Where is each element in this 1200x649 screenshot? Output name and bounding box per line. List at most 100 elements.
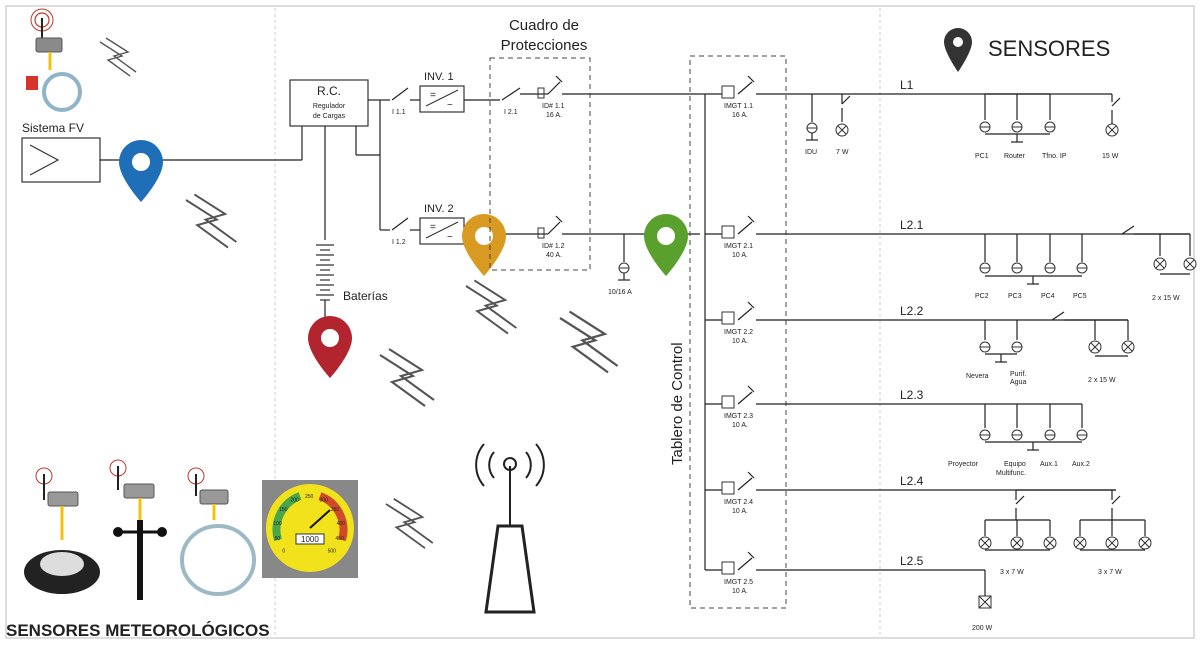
gauge-tick-label: 300	[320, 497, 329, 503]
gauge-tick-label: 500	[328, 549, 337, 555]
control-board-label: Tablero de Control	[669, 342, 686, 465]
load-15w: 15 W	[1102, 153, 1119, 160]
breaker-imgt-name: IMGT 2.1	[724, 243, 753, 250]
breaker-imgt-rating: 10 A.	[732, 508, 748, 515]
svg-text:~: ~	[447, 100, 453, 111]
line-label: L2.4	[900, 474, 924, 488]
inverter-2-label: INV. 2	[424, 203, 454, 215]
line-label: L2.3	[900, 388, 924, 402]
socket-icon	[979, 121, 1056, 143]
breaker-imgt-rating: 10 A.	[732, 422, 748, 429]
rc-line1: Regulador	[313, 103, 346, 110]
breaker-imgt-rating: 16 A.	[732, 112, 748, 119]
gauge-tick-label: 0	[282, 549, 285, 555]
meteo-title: SENSORES METEOROLÓGICOS	[6, 621, 270, 640]
pv-panel-icon	[21, 137, 101, 183]
breaker-imgt-4	[705, 385, 1082, 409]
inverter-1-label: INV. 1	[424, 71, 454, 83]
gauge-tick-label: 250	[305, 494, 314, 500]
line-label: L2.5	[900, 554, 924, 568]
load-3x7w-b: 3 x 7 W	[1098, 569, 1122, 576]
wireless-link-icon	[558, 310, 619, 374]
breaker-imgt-rating: 10 A.	[732, 338, 748, 345]
breaker-imgt-rating: 10 A.	[732, 588, 748, 595]
breaker-id12-name: ID# 1.2	[542, 243, 565, 250]
socket-icon	[979, 341, 1023, 363]
breaker-imgt-6	[705, 551, 985, 575]
breaker-imgt-name: IMGT 2.4	[724, 499, 753, 506]
location-pin-icon	[944, 28, 972, 72]
svg-text:=: =	[430, 90, 436, 101]
lamp-icon	[978, 536, 1152, 550]
wireless-link-icon	[378, 347, 436, 408]
sensor-pin-red-icon	[308, 316, 352, 378]
load-router: Router	[1004, 153, 1026, 160]
switch-i21-label: I 2.1	[504, 109, 518, 116]
breaker-imgt-name: IMGT 2.5	[724, 579, 753, 586]
load-purif: Purif.	[1010, 371, 1026, 378]
sensor-pin-orange-icon	[462, 214, 506, 276]
breaker-id11	[537, 75, 700, 99]
protections-box	[489, 57, 591, 271]
breaker-imgt-1	[705, 75, 1112, 99]
weather-station-icon	[24, 467, 100, 594]
load-equip: Equipo	[1004, 461, 1026, 468]
breaker-imgt-name: IMGT 1.1	[724, 103, 753, 110]
control-board-box	[689, 55, 787, 609]
line-label: L2.2	[900, 304, 924, 318]
temperature-probe-icon	[180, 467, 256, 596]
lamp-icon	[835, 123, 849, 137]
load-pc5: PC5	[1073, 293, 1087, 300]
lamp-icon	[1153, 257, 1197, 271]
sensors-title: SENSORES	[988, 36, 1110, 61]
breaker-imgt-name: IMGT 2.2	[724, 329, 753, 336]
battery-icon	[316, 244, 334, 301]
switch-i12	[391, 217, 409, 231]
switch-i11	[391, 87, 409, 101]
load-idu: IDU	[805, 149, 817, 156]
socket-label: 10/16 A	[608, 289, 632, 296]
rc-title: R.C.	[317, 84, 341, 98]
sensor-pin-green-icon	[644, 214, 688, 276]
switch-i21	[501, 87, 521, 101]
gauge-tick-label: 450	[335, 536, 344, 542]
socket-icon	[979, 429, 1088, 451]
load-pc2: PC2	[975, 293, 989, 300]
antenna-tower-icon	[475, 443, 545, 614]
outer-frame	[5, 5, 1195, 639]
socket-icon	[979, 262, 1088, 285]
load-pc3: PC3	[1008, 293, 1022, 300]
load-2x15w-b: 2 x 15 W	[1088, 377, 1116, 384]
pv-label: Sistema FV	[22, 121, 84, 135]
lamp-icon	[1088, 340, 1135, 354]
load-aux1: Aux.1	[1040, 461, 1058, 468]
breaker-id11-rating: 16 A.	[546, 112, 562, 119]
svg-text:~: ~	[447, 232, 453, 243]
switch-i11-label: I 1.1	[392, 109, 406, 116]
load-200w: 200 W	[972, 625, 993, 632]
load-pc1: PC1	[975, 153, 989, 160]
charge-regulator-box	[289, 79, 369, 127]
gauge-tick-label: 400	[337, 521, 346, 527]
gauge-tick-label: 200	[290, 497, 299, 503]
load-pc4: PC4	[1041, 293, 1055, 300]
breaker-imgt-rating: 10 A.	[732, 252, 748, 259]
breaker-imgt-name: IMGT 2.3	[724, 413, 753, 420]
load-aux2: Aux.2	[1072, 461, 1090, 468]
anemometer-icon	[109, 459, 167, 600]
wireless-link-icon	[465, 279, 518, 335]
line-label: L1	[900, 78, 914, 92]
breaker-id12-rating: 40 A.	[546, 252, 562, 259]
protections-title-2: Protecciones	[501, 37, 588, 54]
gauge-tick-label: 50	[275, 536, 281, 542]
line-label: L2.1	[900, 218, 924, 232]
sensor-pin-blue-icon	[119, 140, 163, 202]
lamp-icon	[1105, 123, 1119, 137]
load-fridge: Nevera	[966, 373, 989, 380]
load-phone: Tfno. IP	[1042, 153, 1067, 160]
load-7w: 7 W	[836, 149, 849, 156]
socket-icon	[806, 122, 818, 141]
